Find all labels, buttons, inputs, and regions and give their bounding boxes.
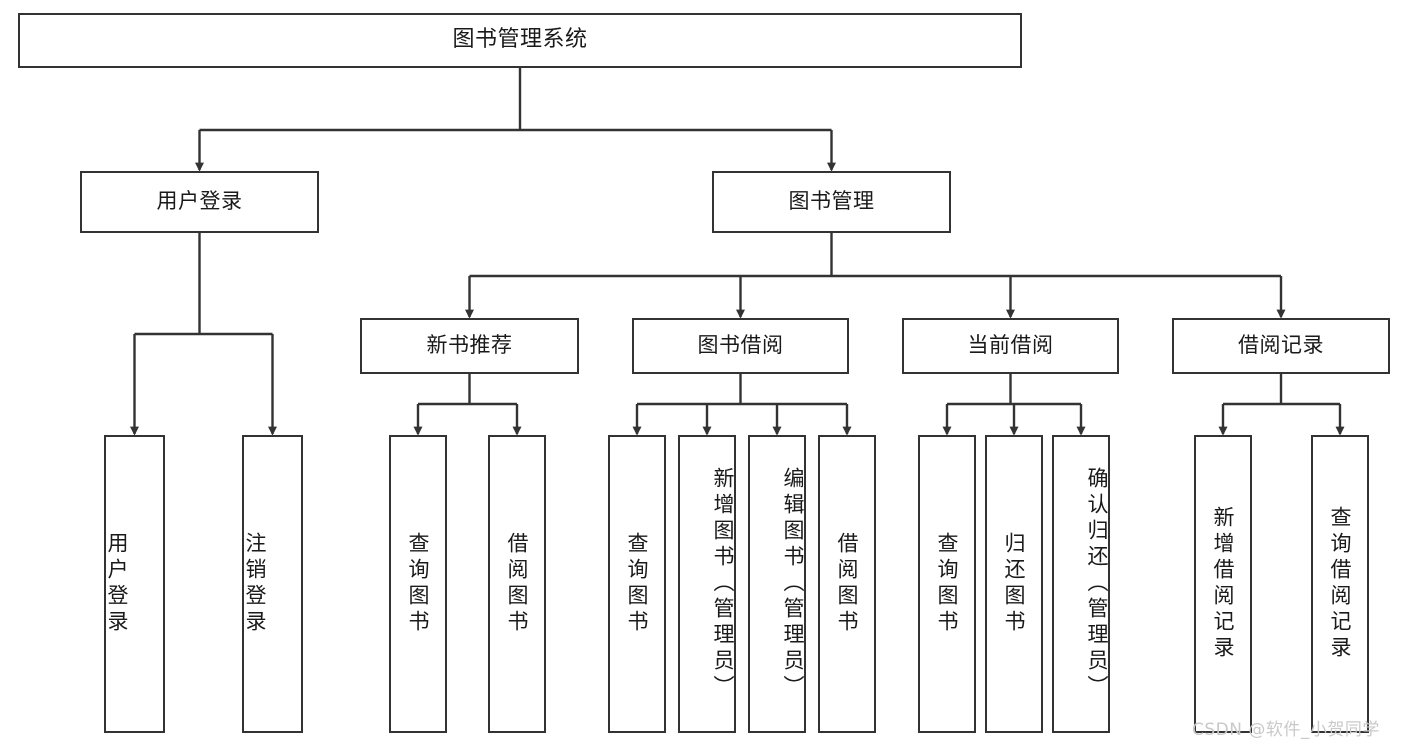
node-label: 图书借阅 [697, 333, 784, 358]
node-leaf-9[interactable]: 归还图书 [985, 435, 1043, 733]
node-label: 借阅图书 [505, 532, 530, 636]
node-l3-1[interactable]: 图书借阅 [632, 318, 849, 374]
node-label: 确认归还（管理员） [1085, 467, 1109, 701]
node-leaf-5[interactable]: 新增图书（管理员） [678, 435, 736, 733]
node-leaf-3[interactable]: 借阅图书 [488, 435, 546, 733]
node-label: 查询图书 [625, 532, 650, 636]
node-l2-0[interactable]: 用户登录 [80, 171, 319, 233]
node-leaf-0[interactable]: 用户登录 [104, 435, 165, 733]
node-label: 当前借阅 [967, 333, 1054, 358]
node-leaf-12[interactable]: 查询借阅记录 [1311, 435, 1369, 733]
node-label: 用户登录 [156, 189, 243, 214]
node-l3-0[interactable]: 新书推荐 [360, 318, 579, 374]
node-label: 图书管理 [788, 189, 875, 214]
node-label: 图书管理系统 [452, 27, 588, 53]
node-leaf-11[interactable]: 新增借阅记录 [1194, 435, 1252, 733]
node-root[interactable]: 图书管理系统 [18, 13, 1022, 68]
node-label: 查询借阅记录 [1328, 506, 1353, 662]
node-label: 新增借阅记录 [1211, 506, 1236, 662]
node-label: 借阅图书 [835, 532, 860, 636]
node-label: 编辑图书（管理员） [781, 467, 805, 701]
node-label: 注销登录 [243, 532, 268, 636]
node-l3-2[interactable]: 当前借阅 [902, 318, 1119, 374]
node-leaf-7[interactable]: 借阅图书 [818, 435, 876, 733]
node-label: 查询图书 [406, 532, 431, 636]
node-label: 归还图书 [1002, 532, 1027, 636]
node-leaf-2[interactable]: 查询图书 [389, 435, 447, 733]
node-leaf-4[interactable]: 查询图书 [608, 435, 666, 733]
edges [130, 68, 1345, 436]
node-leaf-6[interactable]: 编辑图书（管理员） [748, 435, 806, 733]
node-leaf-8[interactable]: 查询图书 [918, 435, 976, 733]
node-leaf-1[interactable]: 注销登录 [242, 435, 303, 733]
node-label: 借阅记录 [1238, 333, 1324, 358]
node-label: 新增图书（管理员） [711, 467, 735, 701]
node-label: 用户登录 [105, 532, 130, 636]
watermark: CSDN @软件_小贺同学 [1192, 720, 1380, 740]
node-label: 查询图书 [935, 532, 960, 636]
node-l3-3[interactable]: 借阅记录 [1172, 318, 1390, 374]
node-label: 新书推荐 [426, 333, 513, 358]
node-leaf-10[interactable]: 确认归还（管理员） [1052, 435, 1110, 733]
node-l2-1[interactable]: 图书管理 [712, 171, 951, 233]
